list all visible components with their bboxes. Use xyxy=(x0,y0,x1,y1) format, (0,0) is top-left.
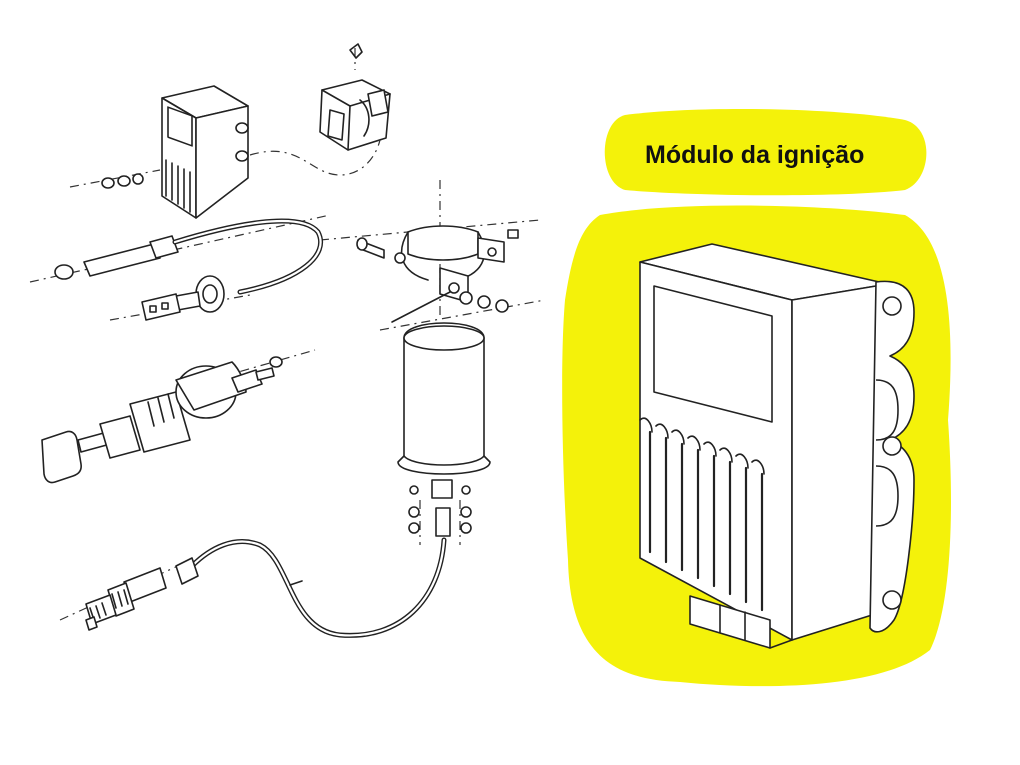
callout-label: Módulo da ignição xyxy=(645,141,864,169)
sensor-cable xyxy=(54,218,324,321)
label-highlight xyxy=(604,108,927,196)
spark-plug-with-lead xyxy=(85,537,447,638)
ignition-switch-with-key xyxy=(41,356,283,484)
ignition-module-small xyxy=(101,85,249,219)
distributor-sensor xyxy=(249,43,391,176)
ignition-coil-with-bracket xyxy=(356,225,519,537)
ignition-module-enlarged xyxy=(639,243,915,649)
